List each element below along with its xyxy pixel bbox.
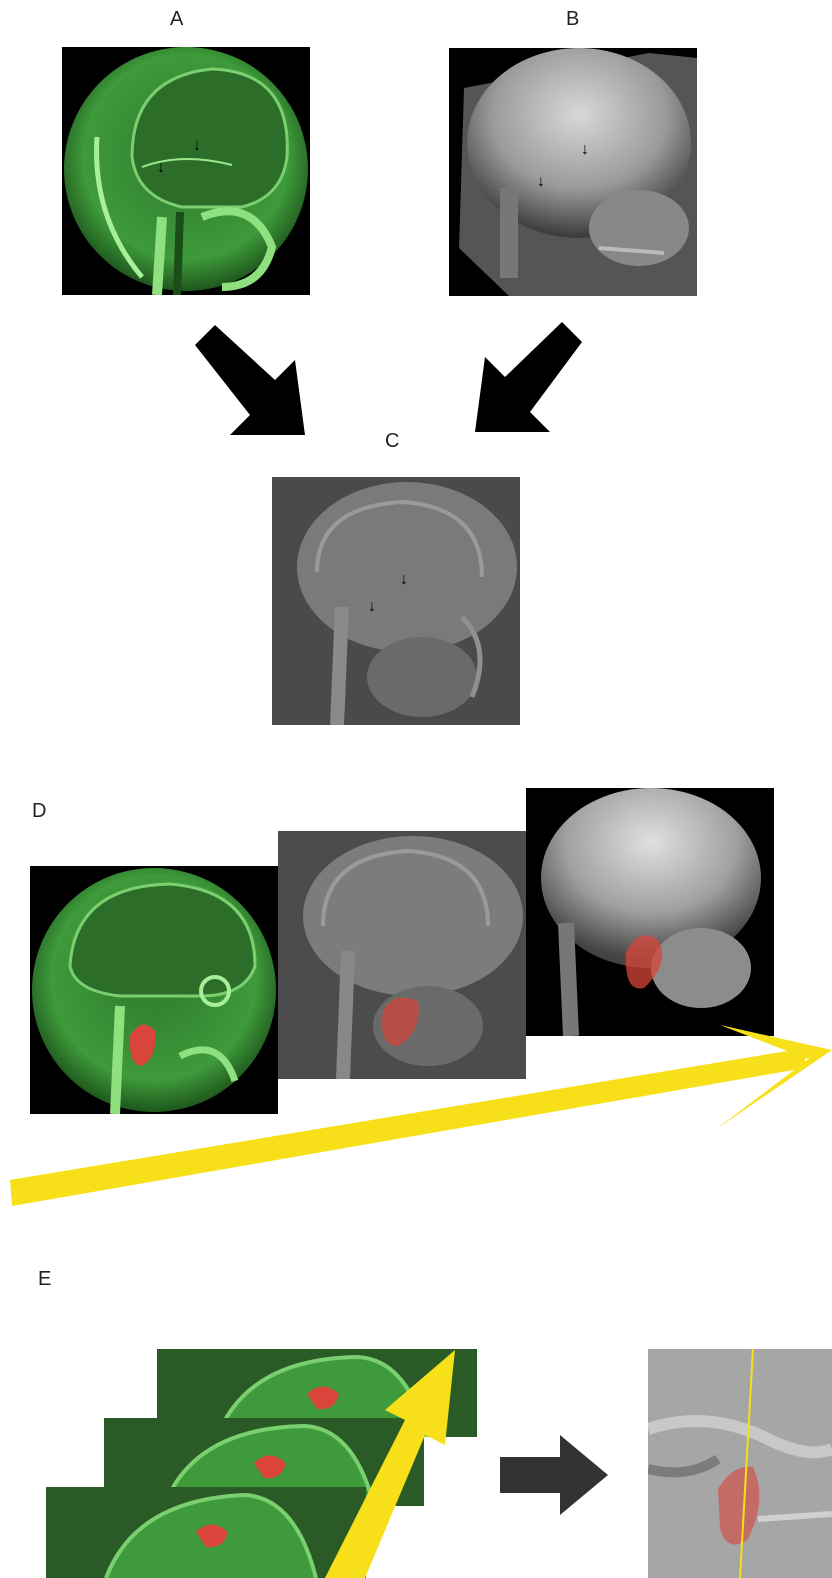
xray-cephalogram-image-b: ↓ ↓	[449, 48, 697, 296]
arrow-icon	[290, 1345, 460, 1578]
landmark-marker-icon: ↓	[537, 173, 545, 191]
landmark-marker-icon: ↓	[581, 141, 589, 159]
fused-image-c: ↓ ↓	[272, 477, 520, 725]
arrow-icon	[190, 325, 315, 440]
mri-sagittal-image-a: ↓ ↓	[62, 47, 310, 295]
arrow-icon	[0, 1010, 832, 1220]
landmark-marker-icon: ↓	[368, 598, 376, 616]
xray-crop-with-axis-image-e	[648, 1349, 832, 1578]
landmark-marker-icon: ↓	[157, 159, 165, 177]
panel-label-b: B	[566, 8, 579, 31]
arrow-icon	[500, 1435, 610, 1515]
xray-with-region-image-d3	[526, 788, 774, 1036]
landmark-marker-icon: ↓	[400, 571, 408, 589]
panel-label-a: A	[170, 8, 183, 31]
landmark-marker-icon: ↓	[193, 137, 201, 155]
panel-label-e: E	[38, 1268, 51, 1291]
arrow-icon	[470, 322, 588, 434]
panel-label-c: C	[385, 430, 399, 453]
panel-label-d: D	[32, 800, 46, 823]
